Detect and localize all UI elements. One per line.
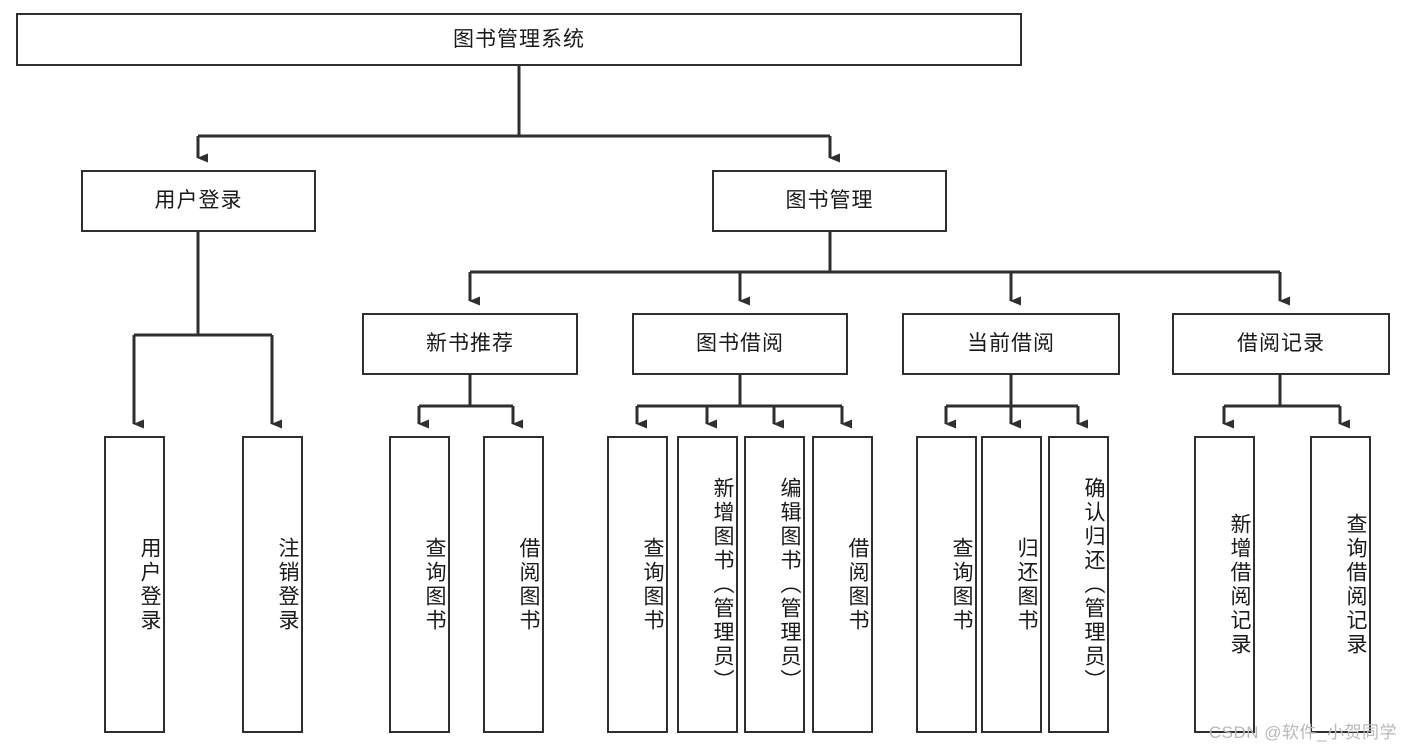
node-new-book-recommend[interactable]: 新书推荐 [362,313,578,375]
node-book-management-label: 图书管理 [785,189,874,213]
node-leaf-query-book-3[interactable]: 查询图书 [916,436,977,733]
node-book-management[interactable]: 图书管理 [712,170,947,232]
node-leaf-query-book-1[interactable]: 查询图书 [389,436,450,733]
node-leaf-logout-login[interactable]: 注销登录 [242,436,303,733]
node-leaf-borrow-book-1-label: 借阅图书 [517,536,540,633]
node-leaf-add-book[interactable]: 新增图书（管理员） [677,436,738,733]
node-borrow-record-label: 借阅记录 [1237,332,1325,356]
node-leaf-query-book-3-label: 查询图书 [950,536,973,633]
node-leaf-user-login-label: 用户登录 [138,536,161,633]
node-leaf-add-record-label: 新增借阅记录 [1228,512,1251,657]
node-current-borrow-label: 当前借阅 [967,332,1055,356]
node-leaf-confirm-return-label: 确认归还（管理员） [1082,476,1105,693]
node-leaf-return-book-label: 归还图书 [1015,536,1038,633]
node-user-login-label: 用户登录 [154,189,243,213]
node-leaf-query-book-2[interactable]: 查询图书 [607,436,668,733]
node-user-login[interactable]: 用户登录 [81,170,316,232]
connector-group-root [196,66,840,163]
node-leaf-borrow-book-2[interactable]: 借阅图书 [812,436,873,733]
connector-group-borrow-record [1222,375,1350,429]
node-leaf-confirm-return[interactable]: 确认归还（管理员） [1048,436,1109,733]
node-borrow-record[interactable]: 借阅记录 [1172,313,1390,375]
node-leaf-query-book-2-label: 查询图书 [641,536,664,633]
connector-group-new-book-recommend [417,375,523,429]
node-leaf-edit-book[interactable]: 编辑图书（管理员） [744,436,805,733]
connector-group-book-management [468,232,1290,306]
node-leaf-query-record[interactable]: 查询借阅记录 [1310,436,1371,733]
node-current-borrow[interactable]: 当前借阅 [902,313,1120,375]
node-root[interactable]: 图书管理系统 [16,13,1022,66]
node-leaf-query-record-label: 查询借阅记录 [1344,512,1367,657]
node-leaf-add-record[interactable]: 新增借阅记录 [1194,436,1255,733]
node-root-label: 图书管理系统 [453,27,585,51]
node-leaf-return-book[interactable]: 归还图书 [981,436,1042,733]
node-leaf-add-book-label: 新增图书（管理员） [711,476,734,693]
node-leaf-edit-book-label: 编辑图书（管理员） [778,476,801,693]
node-book-borrow[interactable]: 图书借阅 [632,313,848,375]
node-new-book-recommend-label: 新书推荐 [426,332,514,356]
node-leaf-borrow-book-1[interactable]: 借阅图书 [483,436,544,733]
node-book-borrow-label: 图书借阅 [696,332,784,356]
node-leaf-logout-login-label: 注销登录 [276,536,299,633]
node-leaf-query-book-1-label: 查询图书 [423,536,446,633]
connector-group-current-borrow [944,375,1088,429]
node-leaf-user-login[interactable]: 用户登录 [104,436,165,733]
connector-group-user-login [132,232,282,429]
connector-group-book-borrow [635,375,852,429]
node-leaf-borrow-book-2-label: 借阅图书 [846,536,869,633]
